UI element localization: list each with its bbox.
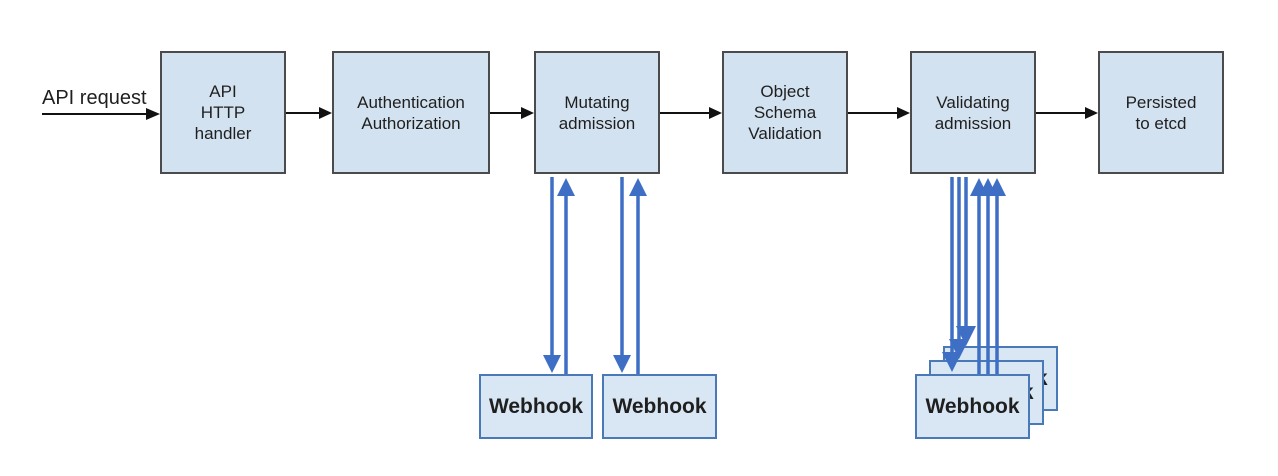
mutating-webhook2-call-arrow — [613, 177, 631, 373]
flow-box-object-schema-validation: Object Schema Validation — [722, 51, 848, 174]
mutating-webhook-box-1: Webhook — [479, 374, 593, 439]
validating-webhook-call-arrow-1 — [942, 177, 962, 372]
arrow-handler-to-auth — [286, 107, 332, 119]
validating-webhook-call-arrow-2 — [949, 177, 969, 359]
mutating-webhook2-return-arrow — [629, 178, 647, 374]
mutating-webhook1-return-arrow — [557, 178, 575, 374]
flow-box-mutating-admission: Mutating admission — [534, 51, 660, 174]
arrow-schema-to-validating — [848, 107, 910, 119]
arrow-validating-to-etcd — [1036, 107, 1098, 119]
flow-box-api-http-handler: API HTTP handler — [160, 51, 286, 174]
arrow-mutating-to-schema — [660, 107, 722, 119]
validating-webhook-box-front: Webhook — [915, 374, 1030, 439]
mutating-webhook-box-2: Webhook — [602, 374, 717, 439]
mutating-webhook1-call-arrow — [543, 177, 561, 373]
api-request-label: API request — [42, 87, 147, 109]
flow-box-authentication-authorization: Authentication Authorization — [332, 51, 490, 174]
arrow-auth-to-mutating — [490, 107, 534, 119]
flow-box-validating-admission: Validating admission — [910, 51, 1036, 174]
flow-box-persisted-to-etcd: Persisted to etcd — [1098, 51, 1224, 174]
validating-webhook-call-arrow-3 — [956, 177, 976, 346]
